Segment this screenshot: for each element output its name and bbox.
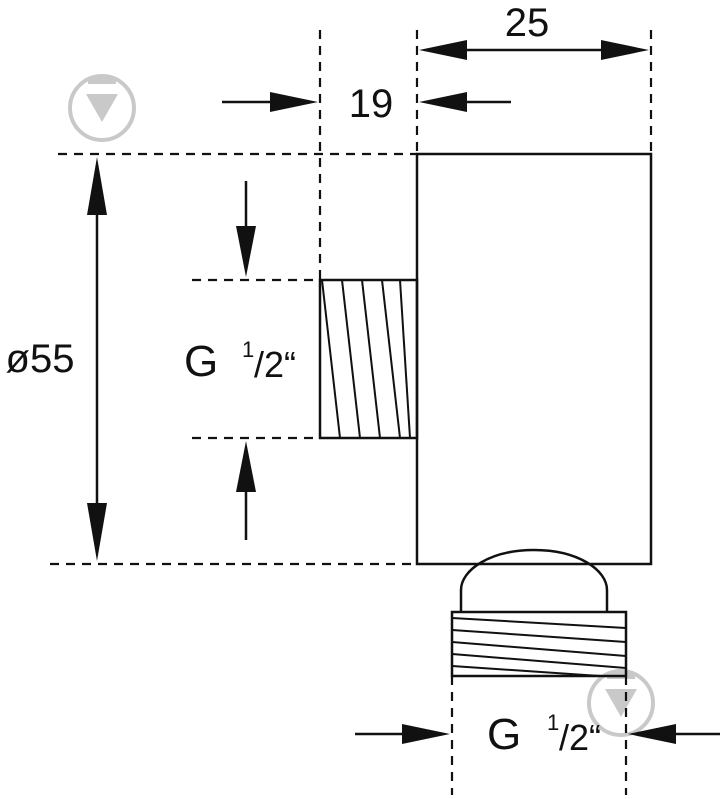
svg-text:G: G <box>487 710 521 759</box>
label-bottom-thread: G 1 /2“ <box>487 710 601 759</box>
label-outlet-offset: 19 <box>349 82 394 126</box>
dimension-diameter <box>87 157 107 561</box>
dimension-bottom-thread <box>355 724 720 744</box>
label-diameter: ø55 <box>6 337 75 381</box>
wall-union-body <box>415 152 653 566</box>
bottom-connector <box>450 548 628 678</box>
svg-text:/2“: /2“ <box>254 344 296 385</box>
dimension-19 <box>222 92 511 112</box>
label-body-depth: 25 <box>505 1 550 45</box>
svg-text:G: G <box>184 337 218 386</box>
dimension-side-thread <box>236 181 256 540</box>
watermark-drop-icon <box>68 74 136 142</box>
extension-lines <box>50 30 653 795</box>
svg-text:/2“: /2“ <box>559 717 601 758</box>
label-side-thread: G 1 /2“ <box>184 337 296 386</box>
svg-text:1: 1 <box>242 337 254 362</box>
watermark-drop-icon <box>587 669 655 737</box>
side-threaded-outlet <box>318 278 419 440</box>
svg-text:1: 1 <box>547 710 559 735</box>
dimension-25 <box>419 40 649 60</box>
